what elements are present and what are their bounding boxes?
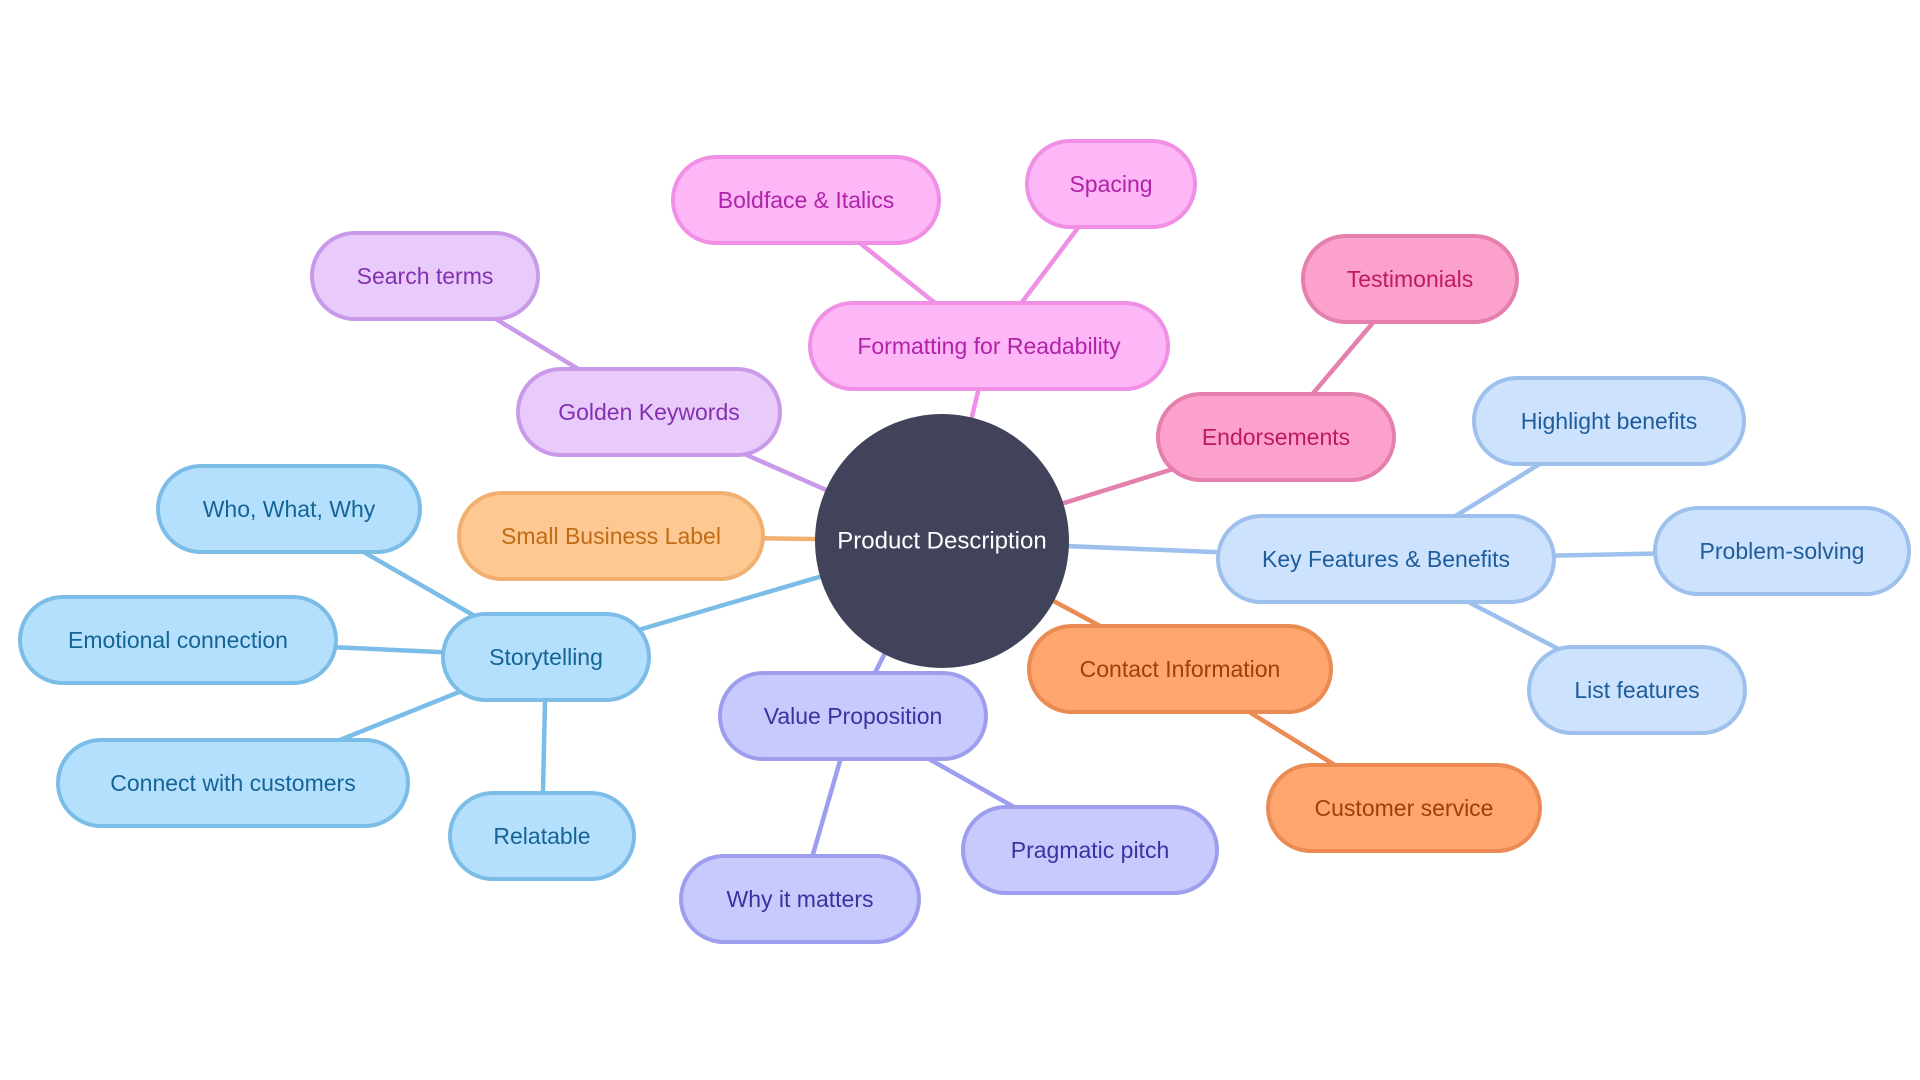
node-boldface[interactable]: Boldface & Italics: [671, 155, 941, 245]
node-box-customer: [1266, 763, 1542, 853]
root-label: Product Description: [837, 528, 1046, 555]
node-label-relatable: Relatable: [493, 823, 590, 849]
node-box-value: [718, 671, 988, 761]
node-label-golden: Golden Keywords: [558, 399, 740, 425]
node-golden[interactable]: Golden Keywords: [516, 367, 782, 457]
node-highlight[interactable]: Highlight benefits: [1472, 376, 1746, 466]
node-box-golden: [516, 367, 782, 457]
node-label-listfeat: List features: [1574, 677, 1699, 703]
node-box-problem: [1653, 506, 1911, 596]
node-who[interactable]: Who, What, Why: [156, 464, 422, 554]
node-keyfeatures[interactable]: Key Features & Benefits: [1216, 514, 1556, 604]
node-label-emotional: Emotional connection: [68, 627, 288, 653]
node-contact[interactable]: Contact Information: [1027, 624, 1333, 714]
node-box-keyfeatures: [1216, 514, 1556, 604]
node-label-smallbiz: Small Business Label: [501, 523, 721, 549]
node-box-whyit: [679, 854, 921, 944]
node-label-value: Value Proposition: [764, 703, 943, 729]
node-problem[interactable]: Problem-solving: [1653, 506, 1911, 596]
node-label-problem: Problem-solving: [1700, 538, 1865, 564]
node-label-connect: Connect with customers: [110, 770, 355, 796]
node-box-pragmatic: [961, 805, 1219, 895]
node-label-whyit: Why it matters: [727, 886, 874, 912]
node-endorsements[interactable]: Endorsements: [1156, 392, 1396, 482]
node-pragmatic[interactable]: Pragmatic pitch: [961, 805, 1219, 895]
node-box-smallbiz: [457, 491, 765, 581]
node-label-storytelling: Storytelling: [489, 644, 603, 670]
node-customer[interactable]: Customer service: [1266, 763, 1542, 853]
node-whyit[interactable]: Why it matters: [679, 854, 921, 944]
node-spacing[interactable]: Spacing: [1025, 139, 1197, 229]
node-label-formatting: Formatting for Readability: [857, 333, 1121, 359]
node-box-relatable: [448, 791, 636, 881]
node-search[interactable]: Search terms: [310, 231, 540, 321]
node-box-storytelling: [441, 612, 651, 702]
node-label-keyfeatures: Key Features & Benefits: [1262, 546, 1510, 572]
node-label-contact: Contact Information: [1080, 656, 1281, 682]
node-box-formatting: [808, 301, 1170, 391]
node-formatting[interactable]: Formatting for Readability: [808, 301, 1170, 391]
node-label-who: Who, What, Why: [203, 496, 376, 522]
node-label-customer: Customer service: [1315, 795, 1494, 821]
node-label-highlight: Highlight benefits: [1521, 408, 1697, 434]
node-box-spacing: [1025, 139, 1197, 229]
node-relatable[interactable]: Relatable: [448, 791, 636, 881]
root-node[interactable]: Product Description: [815, 414, 1069, 668]
node-box-boldface: [671, 155, 941, 245]
node-label-spacing: Spacing: [1069, 171, 1152, 197]
node-label-testimonials: Testimonials: [1347, 266, 1474, 292]
node-value[interactable]: Value Proposition: [718, 671, 988, 761]
node-label-endorsements: Endorsements: [1202, 424, 1350, 450]
node-box-endorsements: [1156, 392, 1396, 482]
node-box-search: [310, 231, 540, 321]
node-label-boldface: Boldface & Italics: [718, 187, 894, 213]
node-storytelling[interactable]: Storytelling: [441, 612, 651, 702]
node-listfeat[interactable]: List features: [1527, 645, 1747, 735]
node-box-connect: [56, 738, 410, 828]
node-box-who: [156, 464, 422, 554]
node-emotional[interactable]: Emotional connection: [18, 595, 338, 685]
node-connect[interactable]: Connect with customers: [56, 738, 410, 828]
node-box-highlight: [1472, 376, 1746, 466]
node-box-listfeat: [1527, 645, 1747, 735]
node-label-search: Search terms: [357, 263, 494, 289]
nodes-layer: Formatting for Readability Boldface & Ita…: [18, 139, 1911, 944]
node-label-pragmatic: Pragmatic pitch: [1011, 837, 1170, 863]
node-box-emotional: [18, 595, 338, 685]
root-circle: [815, 414, 1069, 668]
node-smallbiz[interactable]: Small Business Label: [457, 491, 765, 581]
node-testimonials[interactable]: Testimonials: [1301, 234, 1519, 324]
node-box-testimonials: [1301, 234, 1519, 324]
node-box-contact: [1027, 624, 1333, 714]
